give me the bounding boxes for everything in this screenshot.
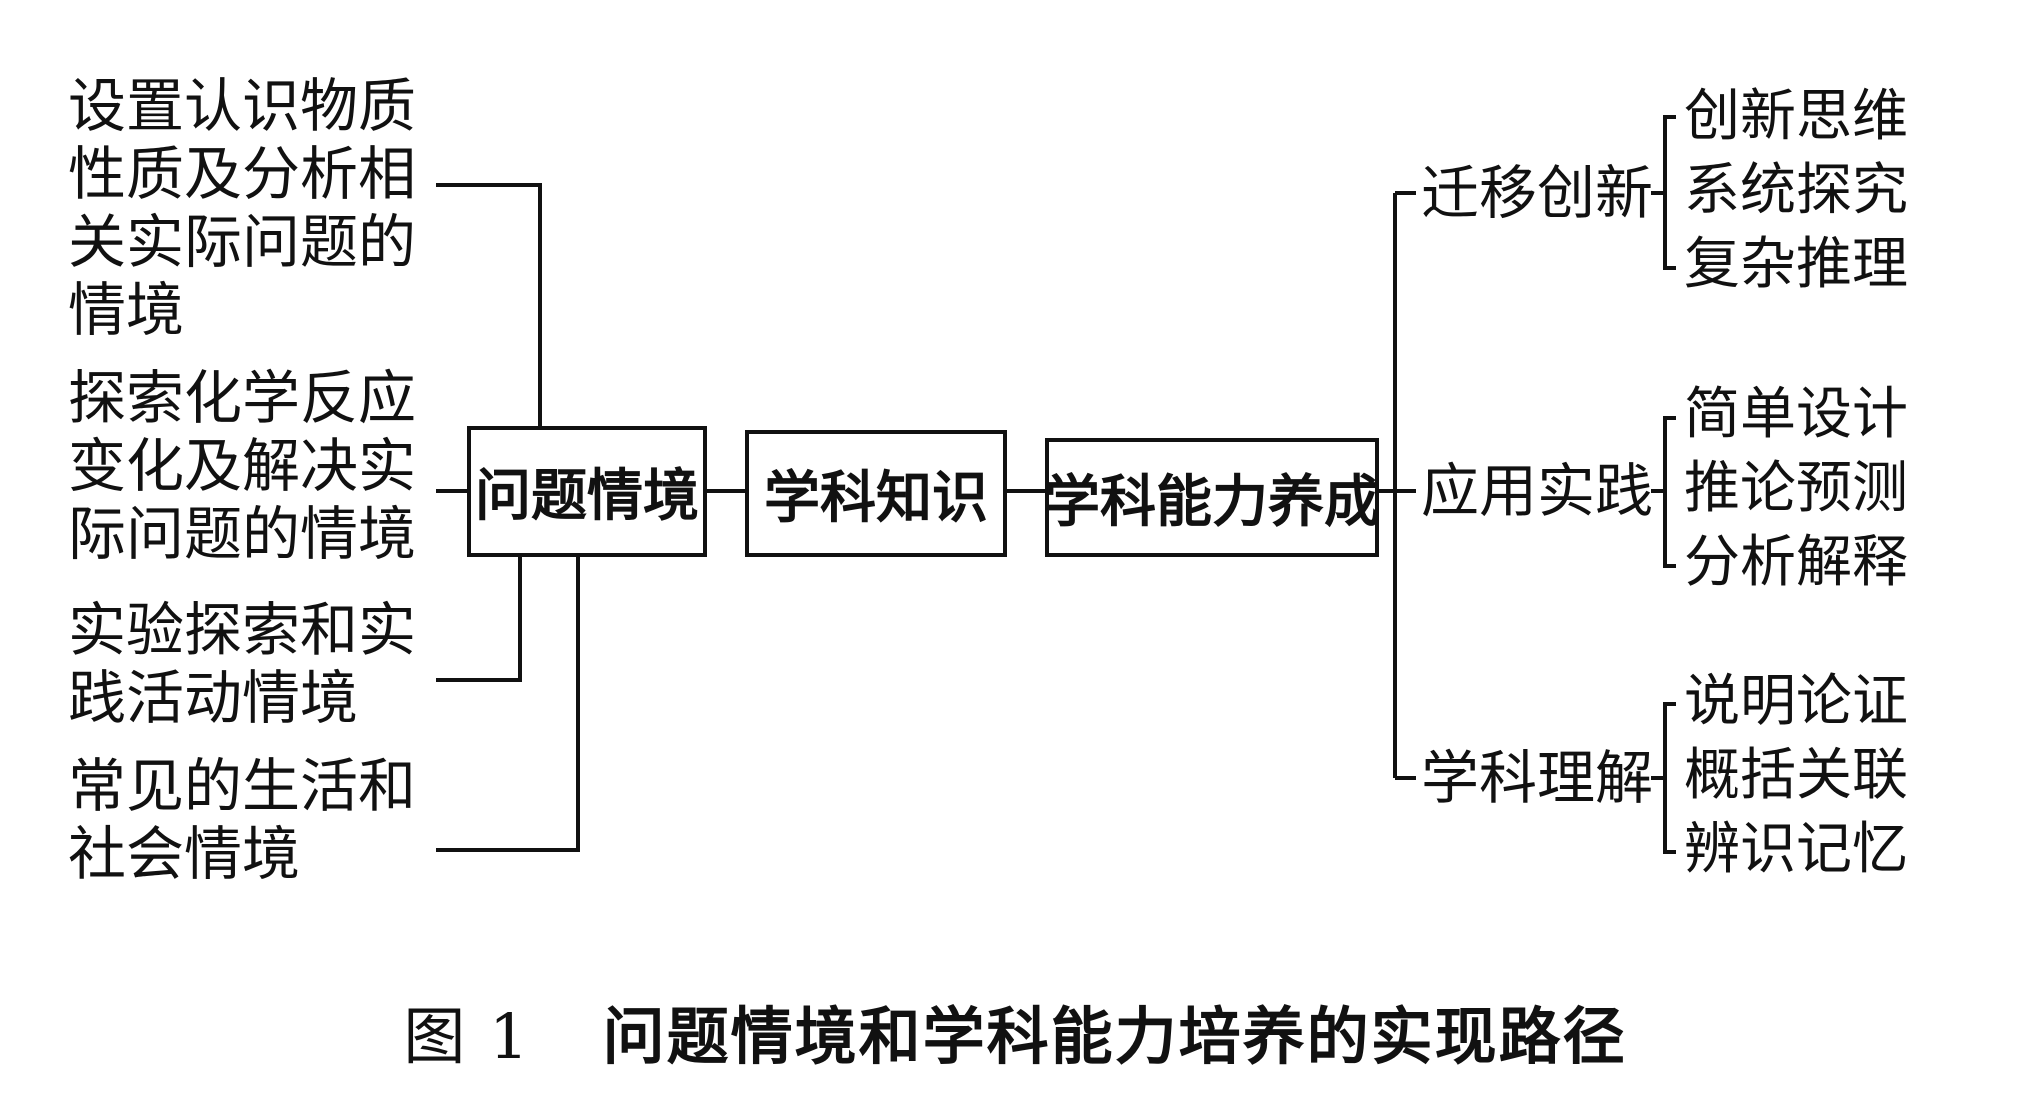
bracket-3 bbox=[1663, 702, 1676, 854]
situation-2-line-3: 际问题的情境 bbox=[68, 500, 417, 568]
situation-3-line-2: 践活动情境 bbox=[68, 664, 359, 732]
bracket-2 bbox=[1663, 416, 1676, 568]
branch-3-item-1: 说明论证 bbox=[1684, 669, 1908, 734]
figure-number: 图 1 bbox=[403, 1000, 531, 1073]
branch-2-item-2: 推论预测 bbox=[1684, 456, 1908, 521]
situation-3-line-1: 实验探索和实 bbox=[68, 596, 417, 664]
branch-2-item-1: 简单设计 bbox=[1684, 382, 1908, 447]
branch-1-item-1: 创新思维 bbox=[1684, 84, 1908, 149]
figure-caption: 图 1 问题情境和学科能力培养的实现路径 bbox=[0, 986, 2030, 1076]
situation-4-line-1: 常见的生活和 bbox=[68, 752, 417, 820]
situation-1-line-2: 性质及分析相 bbox=[68, 140, 417, 208]
situation-2-line-1: 探索化学反应 bbox=[68, 364, 417, 432]
figure-title: 问题情境和学科能力培养的实现路径 bbox=[602, 1000, 1627, 1073]
situation-1-line-3: 关实际问题的 bbox=[68, 208, 417, 276]
connector-left-4 bbox=[436, 557, 580, 852]
box-ability-development: 学科能力养成 bbox=[1044, 438, 1380, 557]
branch-label-application-practice: 应用实践 bbox=[1421, 457, 1654, 525]
situation-2-line-2: 变化及解决实 bbox=[68, 432, 417, 500]
situation-1-line-4: 情境 bbox=[68, 276, 185, 344]
branch-1-item-2: 系统探究 bbox=[1684, 158, 1908, 223]
box-problem-situation: 问题情境 bbox=[467, 426, 707, 557]
connector-left-3 bbox=[436, 557, 522, 682]
box-subject-knowledge: 学科知识 bbox=[745, 430, 1007, 557]
bracket-1 bbox=[1663, 115, 1676, 270]
situation-4-line-2: 社会情境 bbox=[68, 820, 301, 888]
branch-2-item-3: 分析解释 bbox=[1684, 530, 1908, 595]
branch-3-item-2: 概括关联 bbox=[1684, 743, 1908, 808]
branch-label-subject-understanding: 学科理解 bbox=[1421, 744, 1654, 812]
branch-label-transfer-innovation: 迁移创新 bbox=[1421, 159, 1654, 227]
connector-left-1 bbox=[436, 183, 542, 426]
situation-1-line-1: 设置认识物质 bbox=[68, 72, 417, 140]
branch-3-item-3: 辨识记忆 bbox=[1684, 817, 1908, 882]
branch-1-item-3: 复杂推理 bbox=[1684, 232, 1908, 297]
